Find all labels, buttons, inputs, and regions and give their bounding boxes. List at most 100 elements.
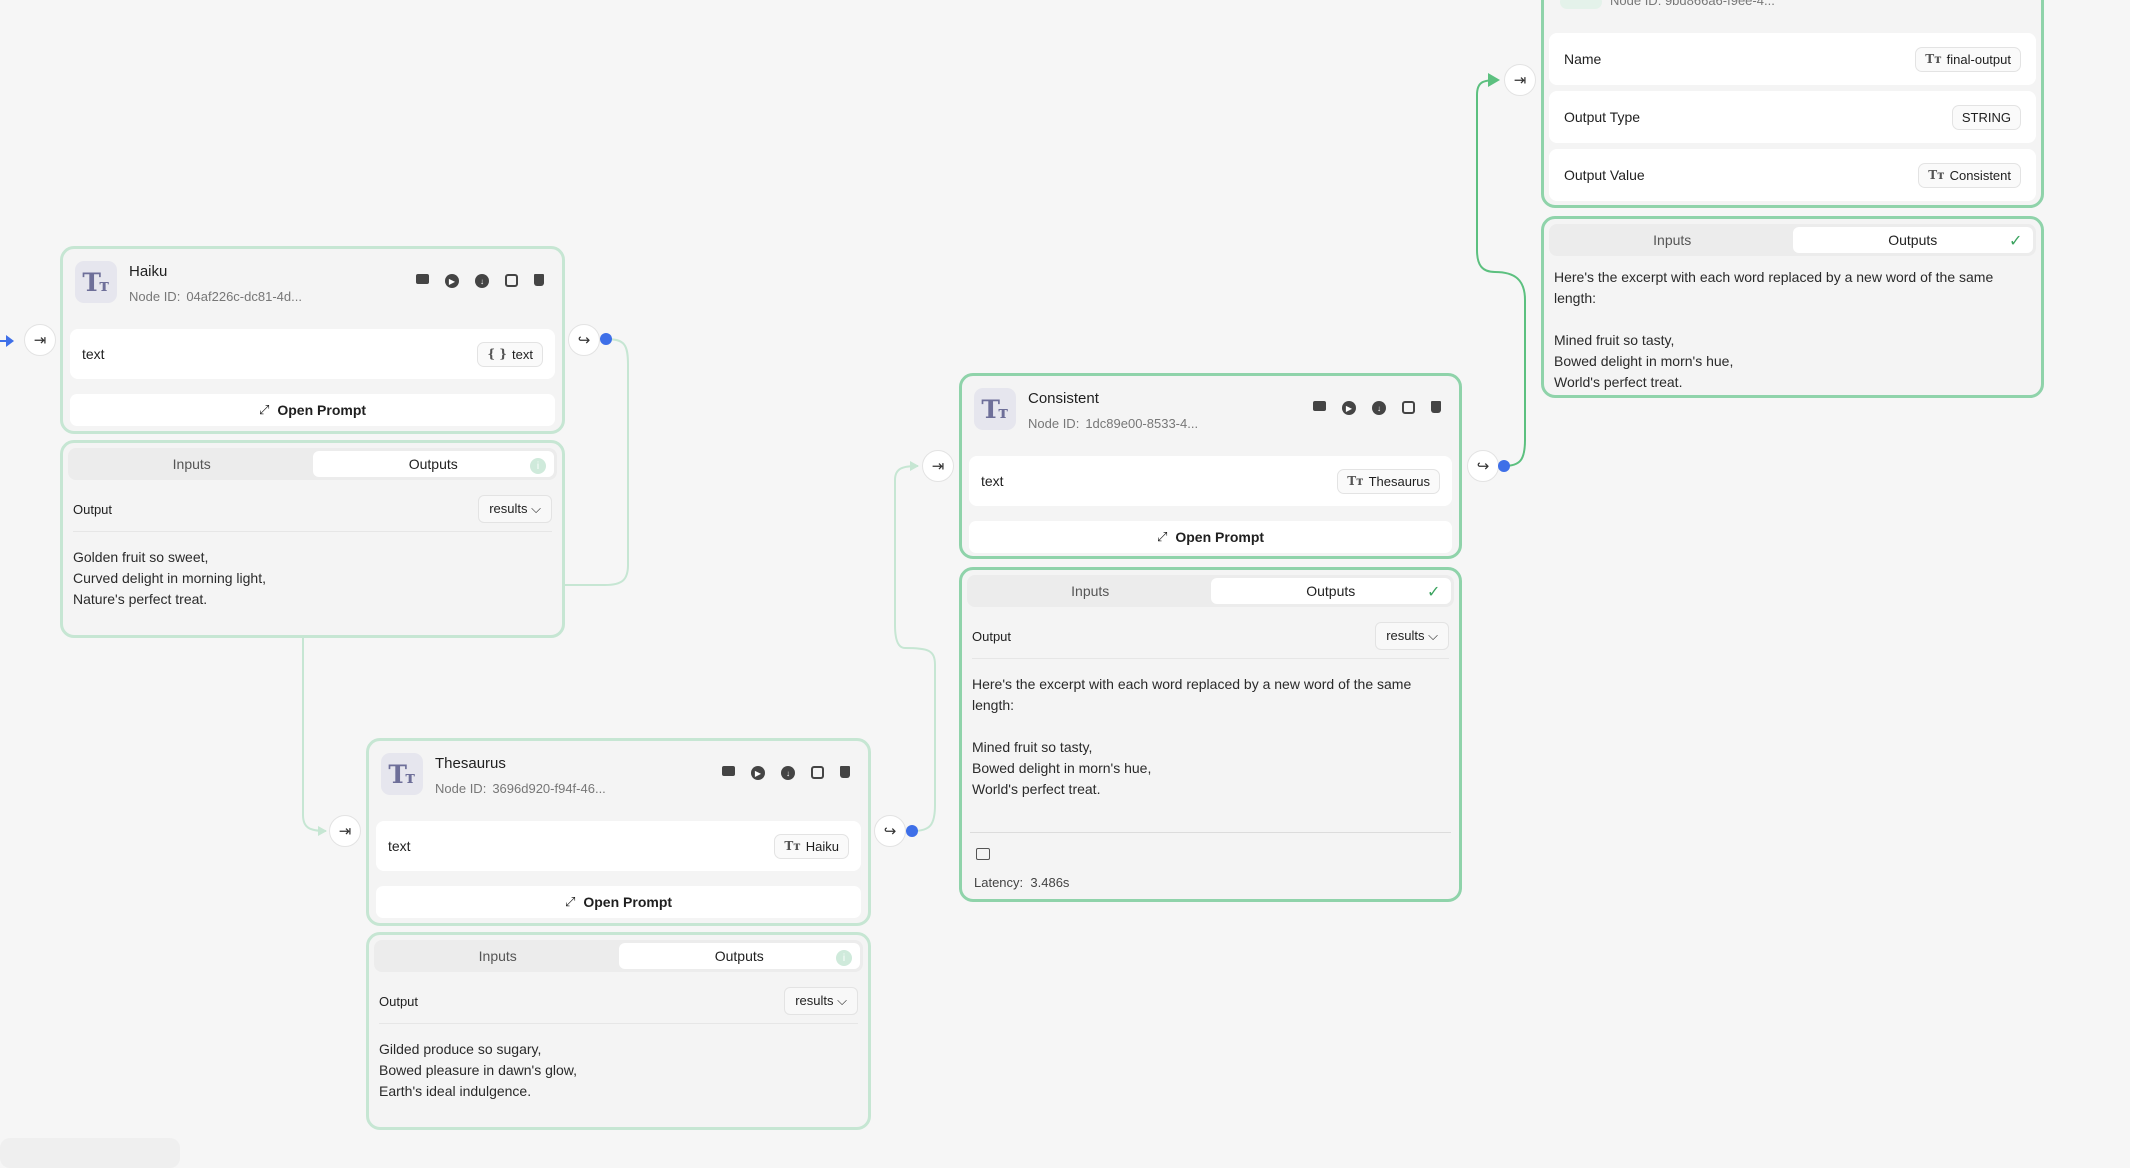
node-title: Thesaurus <box>435 755 506 772</box>
expand-icon: ⤢ <box>258 402 270 417</box>
output-select[interactable]: results ⌵ <box>1375 622 1449 650</box>
open-prompt-button[interactable]: ⤢ Open Prompt <box>969 521 1452 553</box>
tab-outputs[interactable]: Outputs✓ <box>1210 578 1451 604</box>
tab-inputs[interactable]: Inputs <box>1071 583 1110 599</box>
thesaurus-input-port[interactable]: ⇥ <box>329 815 361 847</box>
text-type-icon: Tт <box>1925 52 1942 66</box>
output-type-row[interactable]: Output Type STRING <box>1549 91 2036 143</box>
check-icon: ✓ <box>1427 584 1441 601</box>
output-label: Output <box>972 628 1012 644</box>
open-prompt-button[interactable]: ⤢ Open Prompt <box>70 394 555 426</box>
consistent-output-port[interactable]: ↪ <box>1467 450 1499 482</box>
output-type-icon <box>1560 0 1602 9</box>
field-value-pill[interactable]: { }text <box>477 341 543 367</box>
output-row: Output results ⌵ <box>972 614 1449 659</box>
comment-icon[interactable] <box>1313 401 1326 411</box>
download-icon[interactable]: ↓ <box>1372 401 1386 415</box>
trash-icon[interactable] <box>1431 401 1441 413</box>
comment-icon[interactable] <box>722 766 735 776</box>
divider <box>970 832 1451 833</box>
copy-icon[interactable] <box>1402 401 1415 414</box>
run-icon[interactable]: ▶ <box>751 766 765 780</box>
io-tabs: Inputs Outputs✓ <box>967 575 1454 607</box>
output-text: Here's the excerpt with each word replac… <box>1554 269 1994 390</box>
tab-inputs[interactable]: Inputs <box>1653 232 1692 248</box>
io-tabs: Inputs Outputs✓ <box>1549 224 2036 256</box>
output-row: Output results ⌵ <box>379 979 858 1024</box>
thesaurus-output-handle[interactable] <box>906 825 918 837</box>
name-label: Name <box>1564 51 1602 67</box>
output-text: Gilded produce so sugary, Bowed pleasure… <box>379 1041 578 1099</box>
haiku-output-port[interactable]: ↪ <box>568 324 600 356</box>
comment-icon[interactable] <box>416 274 429 284</box>
output-type-label: Output Type <box>1564 109 1641 125</box>
minimap[interactable] <box>0 1138 180 1168</box>
output-select[interactable]: results ⌵ <box>478 495 552 523</box>
trash-icon[interactable] <box>840 766 850 778</box>
text-type-icon: Tт <box>1347 474 1364 488</box>
output-label: Output <box>379 993 419 1009</box>
chevron-down-icon: ⌵ <box>1428 628 1438 643</box>
text-field-row[interactable]: text { }text <box>70 329 555 379</box>
thesaurus-output-port[interactable]: ↪ <box>874 815 906 847</box>
check-icon: ✓ <box>2009 233 2023 250</box>
run-icon[interactable]: ▶ <box>1342 401 1356 415</box>
expand-icon: ⤢ <box>1156 529 1168 544</box>
output-text: Golden fruit so sweet, Curved delight in… <box>73 549 266 607</box>
text-type-icon: Tт <box>1928 168 1945 182</box>
field-label: text <box>82 346 105 362</box>
preview-icon[interactable] <box>976 848 990 860</box>
trash-icon[interactable] <box>534 274 544 286</box>
output-type-pill[interactable]: STRING <box>1951 104 2021 130</box>
edge-haiku-to-thesaurus-arrow <box>318 826 327 836</box>
open-prompt-button[interactable]: ⤢ Open Prompt <box>376 886 861 918</box>
output-row: Output results ⌵ <box>73 487 552 532</box>
final-input-port[interactable]: ⇥ <box>1504 64 1536 96</box>
consistent-output-handle[interactable] <box>1498 460 1510 472</box>
edge-consistent-to-final <box>1476 79 1526 467</box>
haiku-output-handle[interactable] <box>600 333 612 345</box>
edge-consistent-to-final-arrow <box>1488 73 1500 87</box>
copy-icon[interactable] <box>505 274 518 287</box>
output-value-label: Output Value <box>1564 167 1645 183</box>
consistent-input-port[interactable]: ⇥ <box>922 450 954 482</box>
copy-icon[interactable] <box>811 766 824 779</box>
node-title: Consistent <box>1028 390 1099 407</box>
tab-outputs[interactable]: Outputs✓ <box>1792 227 2033 253</box>
field-label: text <box>981 473 1004 489</box>
edge-thesaurus-to-consistent <box>894 465 936 832</box>
node-title: Haiku <box>129 263 168 280</box>
tab-inputs[interactable]: Inputs <box>172 456 211 472</box>
code-icon: { } <box>487 347 508 361</box>
download-icon[interactable]: ↓ <box>781 766 795 780</box>
haiku-input-port[interactable]: ⇥ <box>24 324 56 356</box>
tab-inputs[interactable]: Inputs <box>478 948 517 964</box>
download-icon[interactable]: ↓ <box>475 274 489 288</box>
chevron-down-icon: ⌵ <box>531 501 541 516</box>
output-select[interactable]: results ⌵ <box>784 987 858 1015</box>
run-icon[interactable]: ▶ <box>445 274 459 288</box>
node-actions: ▶ ↓ <box>416 274 544 288</box>
